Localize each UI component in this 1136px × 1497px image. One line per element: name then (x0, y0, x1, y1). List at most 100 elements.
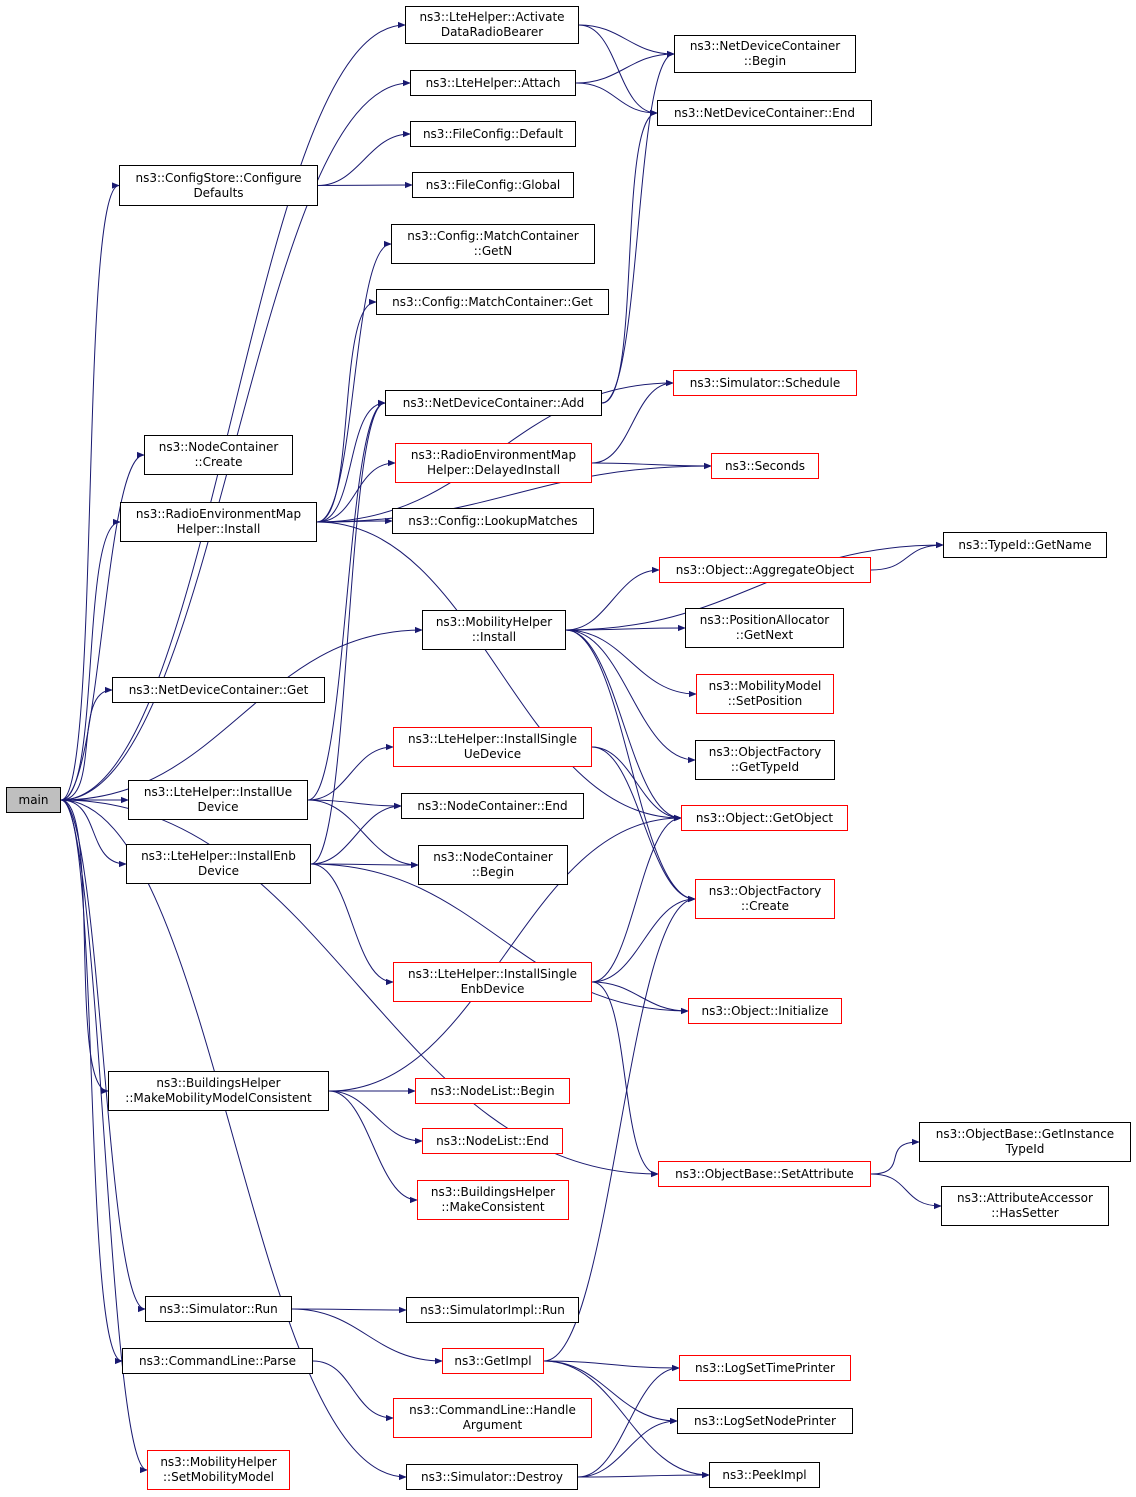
node-label-line: ns3::ConfigStore::Configure (135, 170, 302, 185)
node-label-line: ns3::FileConfig::Default (422, 126, 564, 141)
node-attach[interactable]: ns3::LteHelper::Attach (410, 70, 576, 96)
node-fc-global[interactable]: ns3::FileConfig::Global (412, 172, 574, 198)
node-ob-setattr[interactable]: ns3::ObjectBase::SetAttribute (658, 1161, 871, 1187)
call-edge-main-to-ndc_get (60, 686, 113, 801)
node-ndc-begin[interactable]: ns3::NetDeviceContainer::Begin (674, 35, 856, 73)
node-simimpl-run[interactable]: ns3::SimulatorImpl::Run (406, 1297, 579, 1323)
call-edge-main-to-rem_install (60, 518, 121, 801)
node-mob-install[interactable]: ns3::MobilityHelper::Install (422, 610, 566, 650)
node-label-line: ns3::CommandLine::Parse (139, 1353, 296, 1368)
node-initialize[interactable]: ns3::Object::Initialize (688, 998, 842, 1024)
call-edge-main-to-install_enb (60, 799, 127, 868)
call-edge-sim_destroy-to-logtime (577, 1364, 680, 1478)
node-label-line: ns3::BuildingsHelper (156, 1076, 281, 1090)
node-label-line: ns3::Object::Initialize (701, 1003, 829, 1018)
call-edge-mob_install-to-aggregate (565, 566, 660, 631)
node-fc-default[interactable]: ns3::FileConfig::Default (410, 121, 576, 147)
node-ndc-add[interactable]: ns3::NetDeviceContainer::Add (385, 390, 602, 416)
call-edge-bh_mmc-to-getobject (328, 814, 682, 1092)
node-nl-end[interactable]: ns3::NodeList::End (422, 1128, 563, 1154)
node-sim-run[interactable]: ns3::Simulator::Run (145, 1296, 292, 1322)
node-typeid-getname[interactable]: ns3::TypeId::GetName (943, 532, 1107, 558)
node-label-line: ns3::PositionAllocator (699, 613, 830, 627)
call-edge-activate-to-ndc_end (578, 24, 658, 117)
node-lookup[interactable]: ns3::Config::LookupMatches (392, 508, 594, 534)
call-edge-mob_install-to-of_gettypeid (565, 629, 696, 764)
node-mob-setmm[interactable]: ns3::MobilityHelper::SetMobilityModel (147, 1450, 290, 1490)
call-edge-ndc_add-to-ndc_end (601, 109, 658, 404)
node-label-line: ns3::LogSetTimePrinter (694, 1360, 835, 1375)
node-label-line: ns3::NetDeviceContainer::End (673, 105, 855, 120)
node-of-create[interactable]: ns3::ObjectFactory::Create (695, 879, 835, 919)
node-peekimpl[interactable]: ns3::PeekImpl (709, 1462, 820, 1488)
call-edge-single_enb-to-of_create (591, 895, 696, 983)
call-edge-attach-to-ndc_begin (575, 50, 675, 84)
node-label-line: ns3::NetDeviceContainer::Add (402, 395, 585, 410)
node-nl-begin[interactable]: ns3::NodeList::Begin (415, 1078, 570, 1104)
node-label-line: ::SetPosition (727, 694, 803, 708)
call-edge-install_enb-to-ndc_add (310, 399, 386, 865)
node-logtime[interactable]: ns3::LogSetTimePrinter (679, 1355, 851, 1381)
node-label-line: ns3::NodeContainer::End (417, 798, 568, 813)
node-lognode[interactable]: ns3::LogSetNodePrinter (677, 1408, 853, 1434)
call-edge-sim_run-to-getimpl (291, 1308, 443, 1365)
node-getobject[interactable]: ns3::Object::GetObject (681, 805, 848, 831)
node-label-line: ns3::FileConfig::Global (425, 177, 561, 192)
call-edge-bh_mmc-to-nl_end (328, 1090, 423, 1145)
call-edge-sim_destroy-to-lognode (577, 1417, 678, 1478)
node-seconds[interactable]: ns3::Seconds (711, 453, 819, 479)
call-edge-ob_setattr-to-aa_hassetter (870, 1173, 942, 1210)
node-label-line: ns3::Seconds (725, 458, 805, 473)
node-of-gettypeid[interactable]: ns3::ObjectFactory::GetTypeId (695, 740, 835, 780)
node-posalloc[interactable]: ns3::PositionAllocator::GetNext (685, 608, 844, 648)
node-bh-mc[interactable]: ns3::BuildingsHelper::MakeConsistent (417, 1180, 569, 1220)
call-edge-attach-to-ndc_end (575, 82, 658, 117)
node-label-line: ns3::ObjectFactory (708, 745, 822, 759)
node-label-line: ns3::Config::MatchContainer (407, 229, 579, 243)
call-edge-mob_install-to-mm_setpos (565, 629, 697, 698)
node-sim-destroy[interactable]: ns3::Simulator::Destroy (406, 1464, 578, 1490)
node-getimpl[interactable]: ns3::GetImpl (442, 1348, 544, 1374)
call-edge-mob_install-to-typeid_getname (565, 541, 944, 631)
call-edge-single_enb-to-ob_setattr (591, 981, 659, 1178)
call-edge-configstore-to-fc_global (317, 181, 413, 189)
node-label-line: ns3::RadioEnvironmentMap (410, 448, 577, 462)
node-label-line: ::Create (741, 899, 789, 913)
node-label-line: ns3::MobilityHelper (160, 1455, 277, 1469)
call-edge-main-to-configstore (60, 182, 120, 801)
node-label-line: ns3::LteHelper::InstallEnb (141, 849, 296, 863)
node-mc-get[interactable]: ns3::Config::MatchContainer::Get (376, 289, 609, 315)
call-edge-main-to-bh_mmc (60, 799, 109, 1095)
node-ndc-end[interactable]: ns3::NetDeviceContainer::End (657, 100, 872, 126)
call-edge-single_ue-to-getobject (591, 746, 682, 822)
node-nc-end[interactable]: ns3::NodeContainer::End (401, 793, 584, 819)
call-edge-mob_install-to-getobject (565, 629, 682, 822)
node-bh-mmc[interactable]: ns3::BuildingsHelper::MakeMobilityModelC… (108, 1071, 329, 1111)
node-label-line: ns3::NetDeviceContainer::Get (128, 682, 309, 697)
node-nc-begin[interactable]: ns3::NodeContainer::Begin (418, 845, 568, 885)
node-label-line: ns3::NetDeviceContainer (689, 39, 841, 53)
node-mc-getn[interactable]: ns3::Config::MatchContainer::GetN (391, 224, 595, 264)
node-nc-create[interactable]: ns3::NodeContainer::Create (144, 435, 293, 475)
node-label-line: ns3::MobilityModel (708, 679, 822, 693)
node-main[interactable]: main (6, 787, 61, 813)
node-ndc-get[interactable]: ns3::NetDeviceContainer::Get (112, 677, 325, 703)
node-cmd-parse[interactable]: ns3::CommandLine::Parse (122, 1348, 313, 1374)
node-sim-schedule[interactable]: ns3::Simulator::Schedule (673, 370, 857, 396)
node-aggregate[interactable]: ns3::Object::AggregateObject (659, 557, 871, 583)
call-edge-aggregate-to-typeid_getname (870, 541, 944, 571)
node-mm-setpos[interactable]: ns3::MobilityModel::SetPosition (696, 674, 834, 714)
node-aa-hassetter[interactable]: ns3::AttributeAccessor::HasSetter (941, 1186, 1109, 1226)
node-label-line: ::Begin (743, 54, 787, 68)
